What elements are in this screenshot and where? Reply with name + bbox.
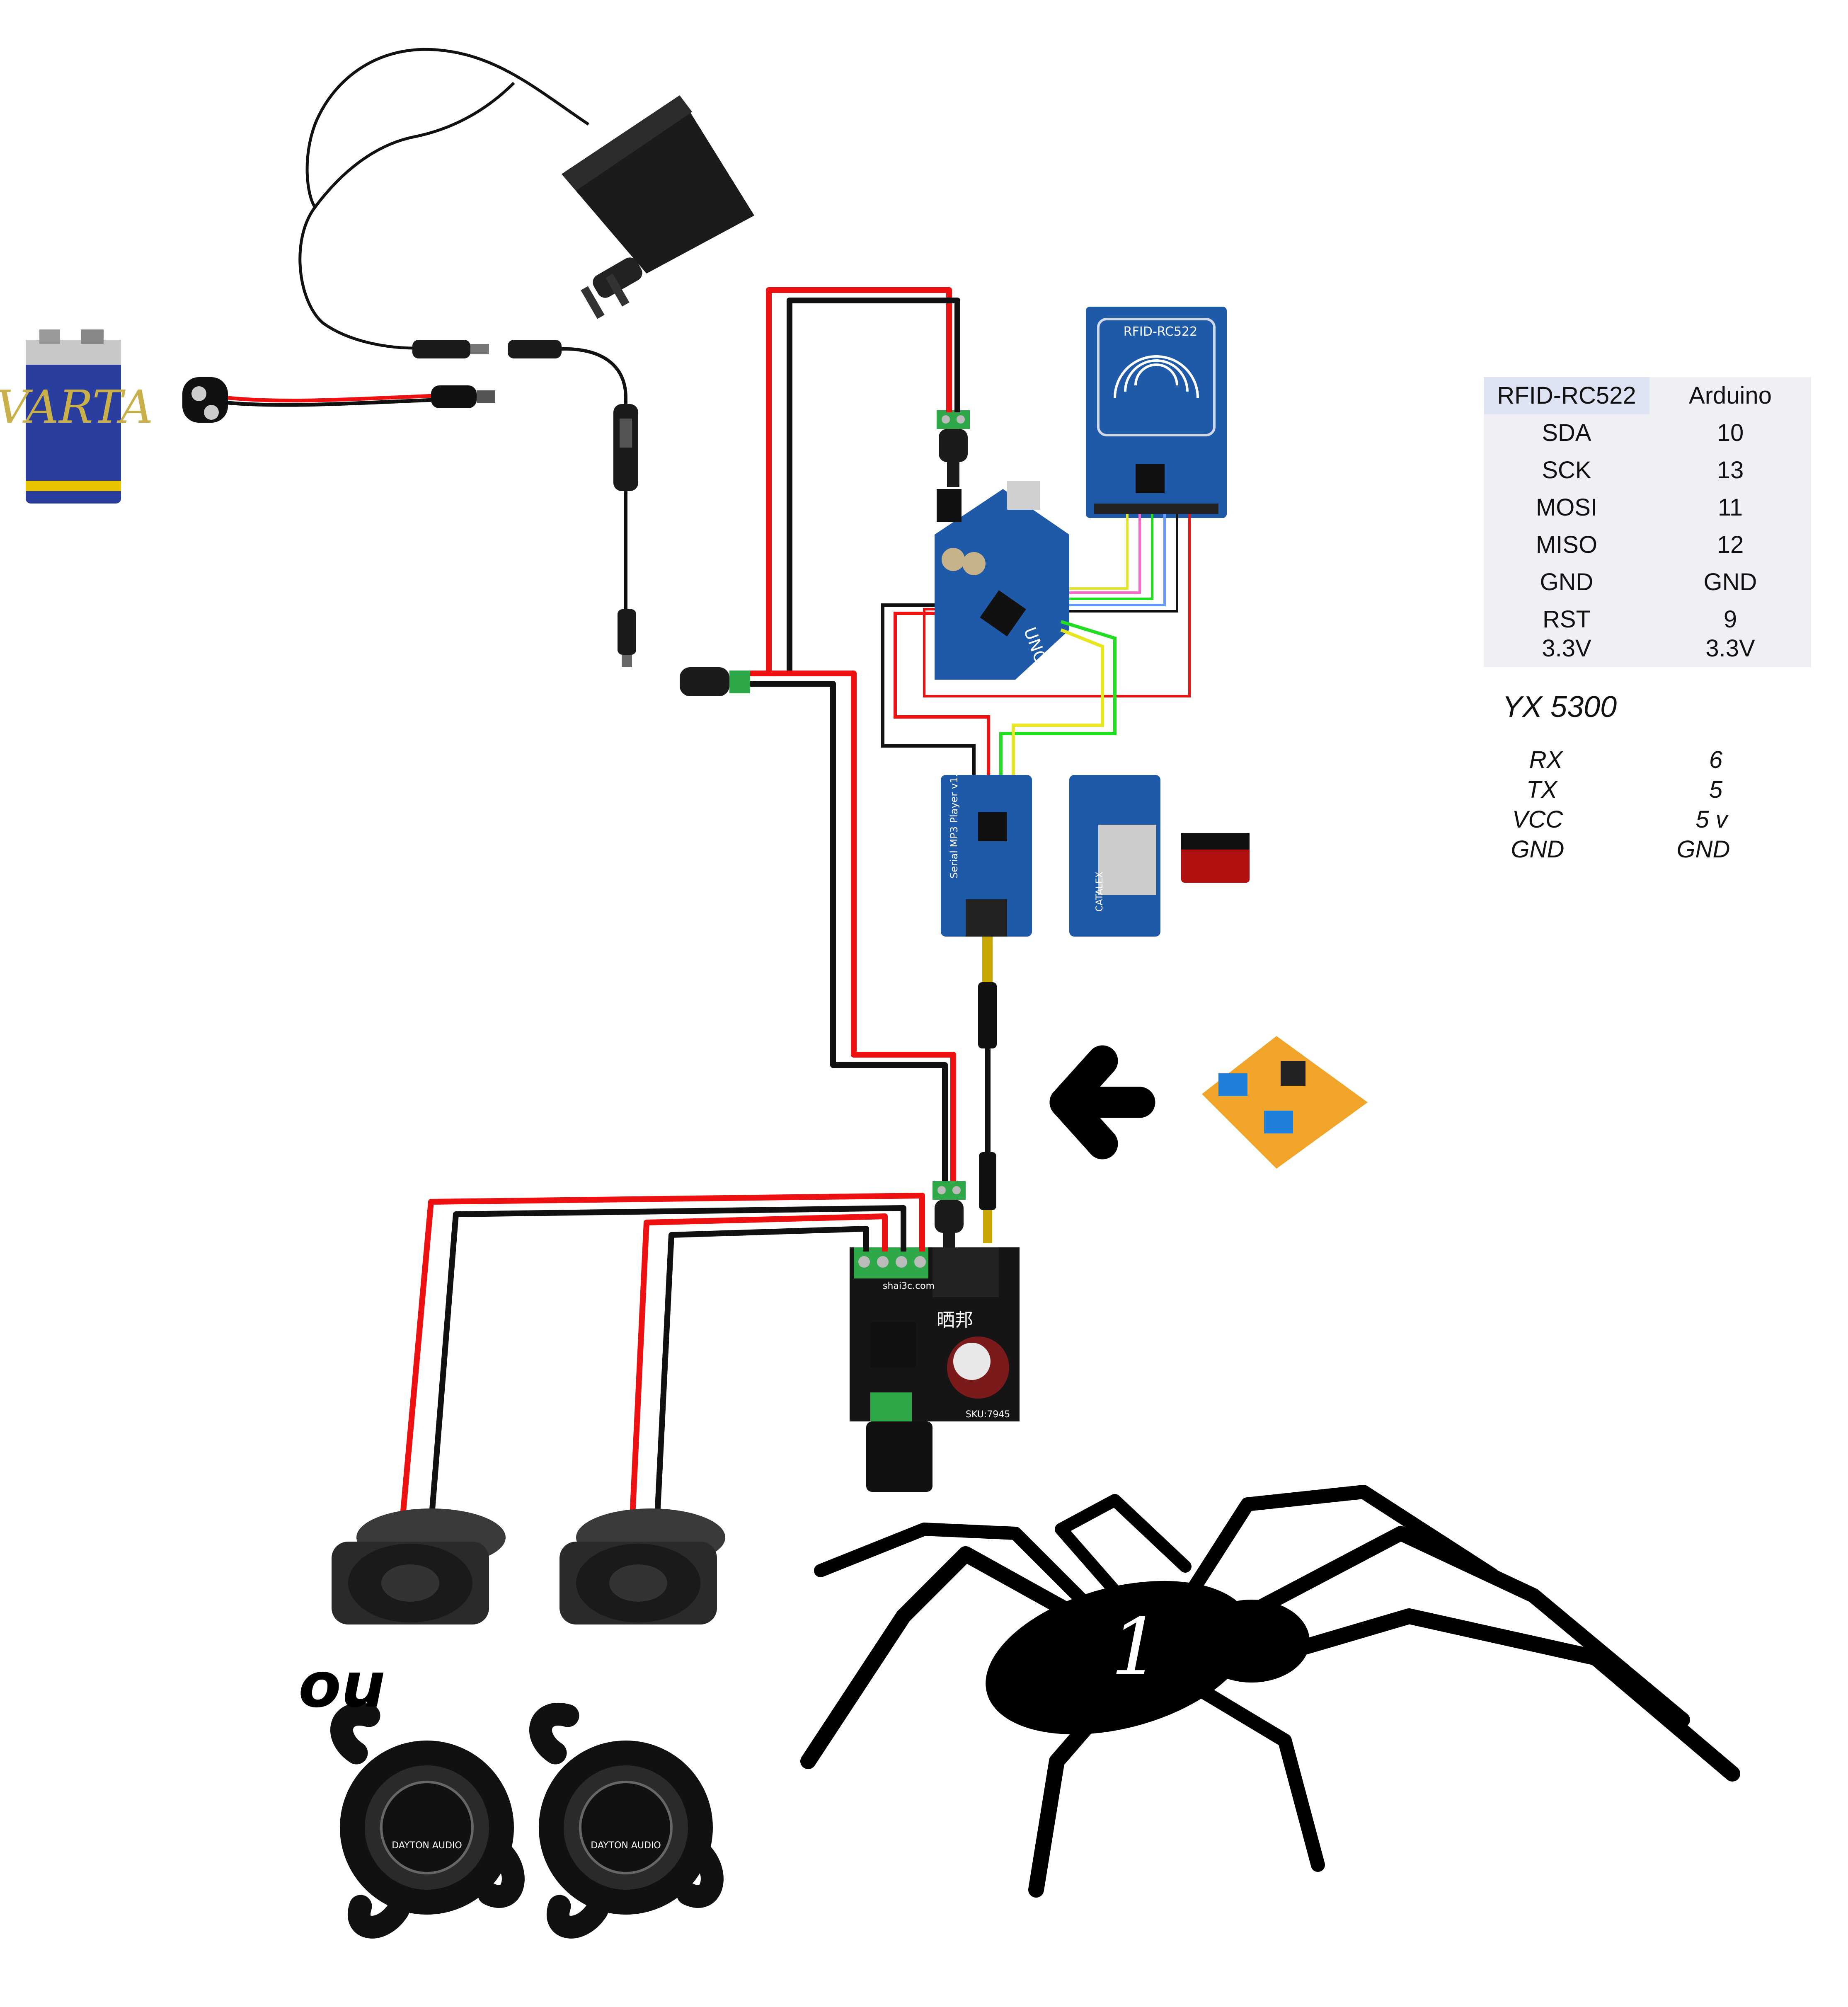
rfid-row-rfid: SDA [1542,419,1591,446]
speaker-left [332,1508,506,1624]
ground-loop-isolator [1202,1036,1368,1169]
speaker-wires [399,1193,925,1525]
exciter-right: DAYTON AUDIO [529,1703,724,1939]
rfid-row-rfid: 3.3V [1542,635,1591,662]
yx-row-arduino: 5 [1709,776,1723,803]
yx-row-pin: VCC [1512,806,1563,833]
exciter-right-brand: DAYTON AUDIO [591,1840,661,1851]
rfid-row-rfid: SCK [1542,457,1591,484]
spider-number: 1 [1111,1601,1161,1693]
yx-row-arduino: 6 [1709,746,1723,773]
yx-row-pin: GND [1511,836,1565,863]
mp3-wires [881,603,1117,779]
yx5300-title: YX 5300 [1502,690,1617,724]
svg-text:VARTA: VARTA [0,380,153,433]
sd-module-label: CATALEX [1095,872,1105,912]
micro-sd-card [1181,833,1250,883]
rfid-row-arduino: 3.3V [1705,635,1755,662]
mp3-player-label: Serial MP3 Player v1.0 [948,767,960,879]
dc-jack-amp [932,1181,966,1252]
sd-card-module: CATALEX [1069,775,1160,937]
rfid-pin-table: RFID-RC522 Arduino SDA 10 SCK 13 MOSI 11… [1484,377,1811,667]
exciter-left: DAYTON AUDIO [330,1703,525,1939]
amp-sku-label: SKU:7945 [966,1409,1010,1420]
rfid-table-header-arduino: Arduino [1689,382,1772,409]
rfid-row-arduino: 12 [1717,531,1744,558]
rfid-table-header-rfid: RFID-RC522 [1497,382,1636,409]
yx-row-arduino: 5 v [1695,806,1728,833]
audio-cable [978,937,997,1243]
rfid-row-arduino: GND [1703,569,1757,596]
rfid-row-arduino: 10 [1717,419,1744,446]
dc-jack-junction [680,667,750,696]
rfid-row-rfid: MOSI [1536,494,1598,521]
yx-row-pin: TX [1526,776,1557,803]
rfid-row-arduino: 9 [1723,606,1737,633]
spider-silhouette: 1 [800,1485,1740,1898]
amp-chinese-label: 晒邦 [937,1310,973,1331]
exciter-left-brand: DAYTON AUDIO [392,1840,462,1851]
amp-site-label: shai3c.com [883,1281,935,1291]
power-adapter [298,48,754,667]
rfid-rc522: RFID-RC522 [1086,307,1227,518]
rfid-row-rfid: GND [1540,569,1594,596]
yx-row-pin: RX [1529,746,1563,773]
arrow-icon [1049,1045,1155,1160]
yx-row-arduino: GND [1676,836,1730,863]
mp3-player-module: Serial MP3 Player v1.0 [941,767,1032,937]
arduino-uno: UNO [935,481,1069,680]
amplifier-board: shai3c.com 晒邦 SKU:7945 [850,1247,1020,1492]
rfid-table-header-bg-1 [1484,377,1649,414]
rfid-row-rfid: MISO [1536,531,1598,558]
speaker-right [559,1508,725,1624]
dc-jack-top [937,410,970,487]
rfid-board-label: RFID-RC522 [1124,324,1197,339]
rfid-row-arduino: 11 [1717,494,1743,521]
rfid-row-rfid: RST [1543,606,1591,633]
rfid-wires [923,514,1191,697]
power-wires [750,287,960,1189]
battery-9v: VARTA [0,329,153,504]
ou-label: ou [298,1649,385,1721]
rfid-row-arduino: 13 [1717,457,1744,484]
battery-clip [182,377,495,423]
